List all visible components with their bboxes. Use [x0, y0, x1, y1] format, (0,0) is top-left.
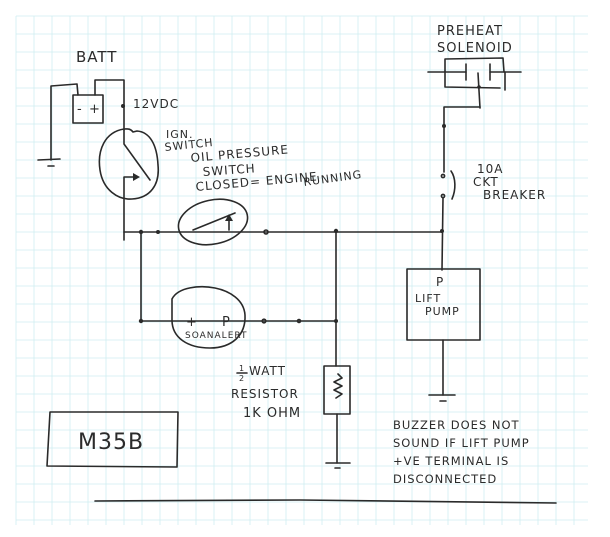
junction-dot [138, 318, 144, 324]
oil-pressure-label: OIL PRESSURE SWITCH CLOSED= ENGINE RUNNI… [190, 142, 363, 194]
solenoid-center-tap [477, 72, 481, 109]
sonalert-branch: + P SOANALERT [138, 231, 338, 349]
oil-switch-arrow [225, 214, 233, 221]
battery-negative-terminal: - [77, 102, 83, 117]
graph-paper-grid [15, 15, 588, 525]
ground-symbol [37, 158, 61, 161]
resistor-label-1: WATT [249, 364, 286, 378]
resistor-zigzag [333, 373, 343, 399]
terminal-dot [263, 229, 269, 235]
ignition-switch-output [123, 176, 139, 241]
preheat-label-1: PREHEAT [437, 24, 503, 39]
battery-ground-wire [50, 83, 79, 161]
circuit-breaker: 10A CKT BREAKER [440, 162, 546, 271]
sonalert-label: SOANALERT [185, 331, 247, 341]
resistor-label-2: RESISTOR [231, 387, 299, 401]
title-box [46, 411, 179, 468]
terminal-dot [296, 318, 302, 324]
terminal-dot [261, 318, 267, 324]
ignition-switch-label-1: IGN. [166, 128, 194, 141]
oil-pressure-switch [177, 198, 249, 246]
voltage-label: 12VDC [133, 97, 179, 111]
oil-switch-outline [177, 198, 249, 246]
note-line-4: DISCONNECTED [393, 472, 497, 486]
note-line-3: +VE TERMINAL IS [393, 454, 509, 468]
lift-pump-terminal: P [436, 275, 444, 289]
ignition-switch-label-2: SWITCH [164, 136, 214, 154]
bottom-rule [94, 499, 557, 504]
solenoid-coil-bottom [444, 70, 501, 89]
breaker-label-2: CKT [473, 175, 499, 189]
main-bus [123, 228, 444, 235]
lift-pump-label-1: LIFT [415, 292, 441, 305]
resistor-body [323, 365, 351, 415]
solenoid-coil-top [444, 57, 505, 73]
junction-dot [156, 230, 160, 234]
junction-dot [121, 104, 125, 108]
sonalert-outline [171, 285, 246, 349]
note-line-2: SOUND IF LIFT PUMP [393, 436, 530, 450]
battery: BATT - + 12VDC [37, 48, 179, 167]
battery-label: BATT [76, 48, 117, 66]
resistor-fraction-denominator: 2 [239, 374, 245, 383]
resistor-fraction-numerator: 1 [239, 364, 245, 373]
resistor-branch: 1 2 WATT RESISTOR 1K OHM [231, 230, 351, 469]
ignition-switch-lever [123, 129, 151, 181]
ignition-switch-outline [98, 128, 159, 200]
solenoid-output-wire [443, 106, 481, 173]
diagram-title: M35B [78, 430, 144, 455]
buzzer-note: BUZZER DOES NOT SOUND IF LIFT PUMP +VE T… [393, 418, 530, 486]
ignition-switch: IGN. SWITCH [98, 128, 214, 241]
title-block: M35B [46, 411, 179, 468]
sonalert-p-terminal: P [222, 315, 231, 330]
ignition-switch-arrow [133, 173, 140, 181]
junction-dot [442, 124, 446, 128]
resistor-label-3: 1K OHM [243, 406, 301, 421]
breaker-label-1: 10A [477, 162, 503, 176]
breaker-label-3: BREAKER [483, 188, 546, 202]
oil-switch-label-2: SWITCH [202, 161, 256, 179]
battery-positive-terminal: + [89, 102, 101, 117]
lift-pump-label-2: PUMP [425, 305, 460, 318]
junction-dot [477, 85, 481, 89]
note-line-1: BUZZER DOES NOT [393, 418, 520, 432]
breaker-output-wire [441, 197, 444, 271]
preheat-solenoid: PREHEAT SOLENOID [427, 24, 522, 173]
lift-pump: P LIFT PUMP [406, 268, 481, 402]
sonalert-plus-terminal: + [186, 315, 198, 330]
battery-body [72, 94, 104, 124]
breaker-terminal-top [440, 173, 446, 179]
breaker-arc [450, 170, 456, 200]
preheat-label-2: SOLENOID [437, 41, 513, 56]
